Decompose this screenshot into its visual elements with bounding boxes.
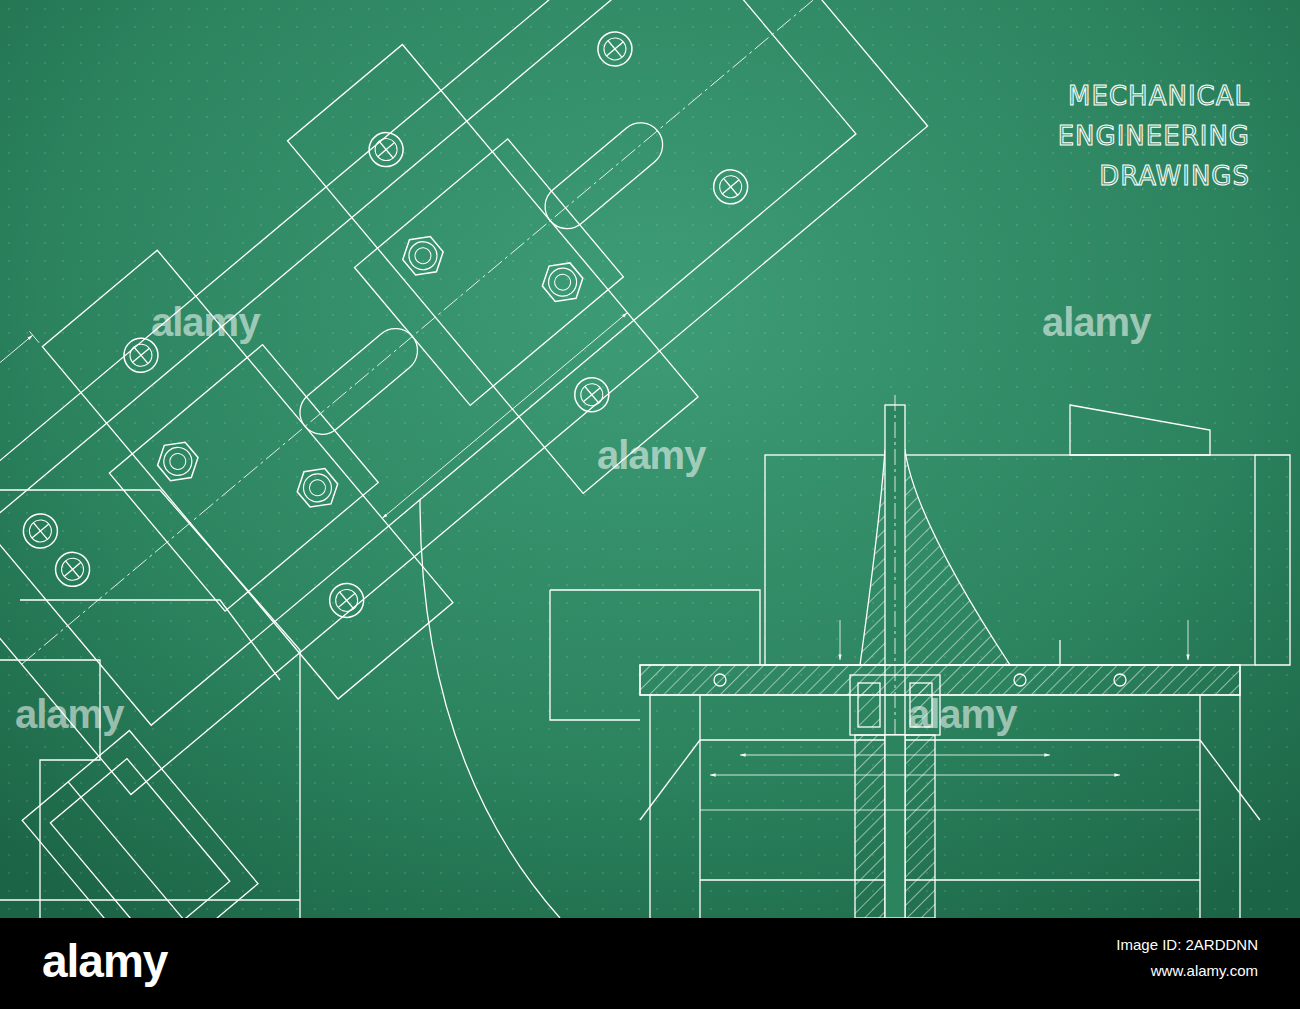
image-id: Image ID: 2ARDDNN: [1116, 936, 1258, 953]
title-heading: MECHANICAL ENGINEERING DRAWINGS: [950, 76, 1250, 196]
watermark: alamy: [15, 692, 123, 737]
watermark: alamy: [151, 300, 259, 345]
watermark: alamy: [597, 433, 705, 478]
watermark: alamy: [1042, 300, 1150, 345]
footer-logo: alamy: [42, 934, 167, 988]
watermark: alamy: [908, 692, 1016, 737]
shaft-assembly: [550, 395, 1290, 918]
footer-url: www.alamy.com: [1151, 962, 1258, 979]
footer-bar: [0, 918, 1300, 1009]
tilted-assembly: [0, 0, 1055, 974]
